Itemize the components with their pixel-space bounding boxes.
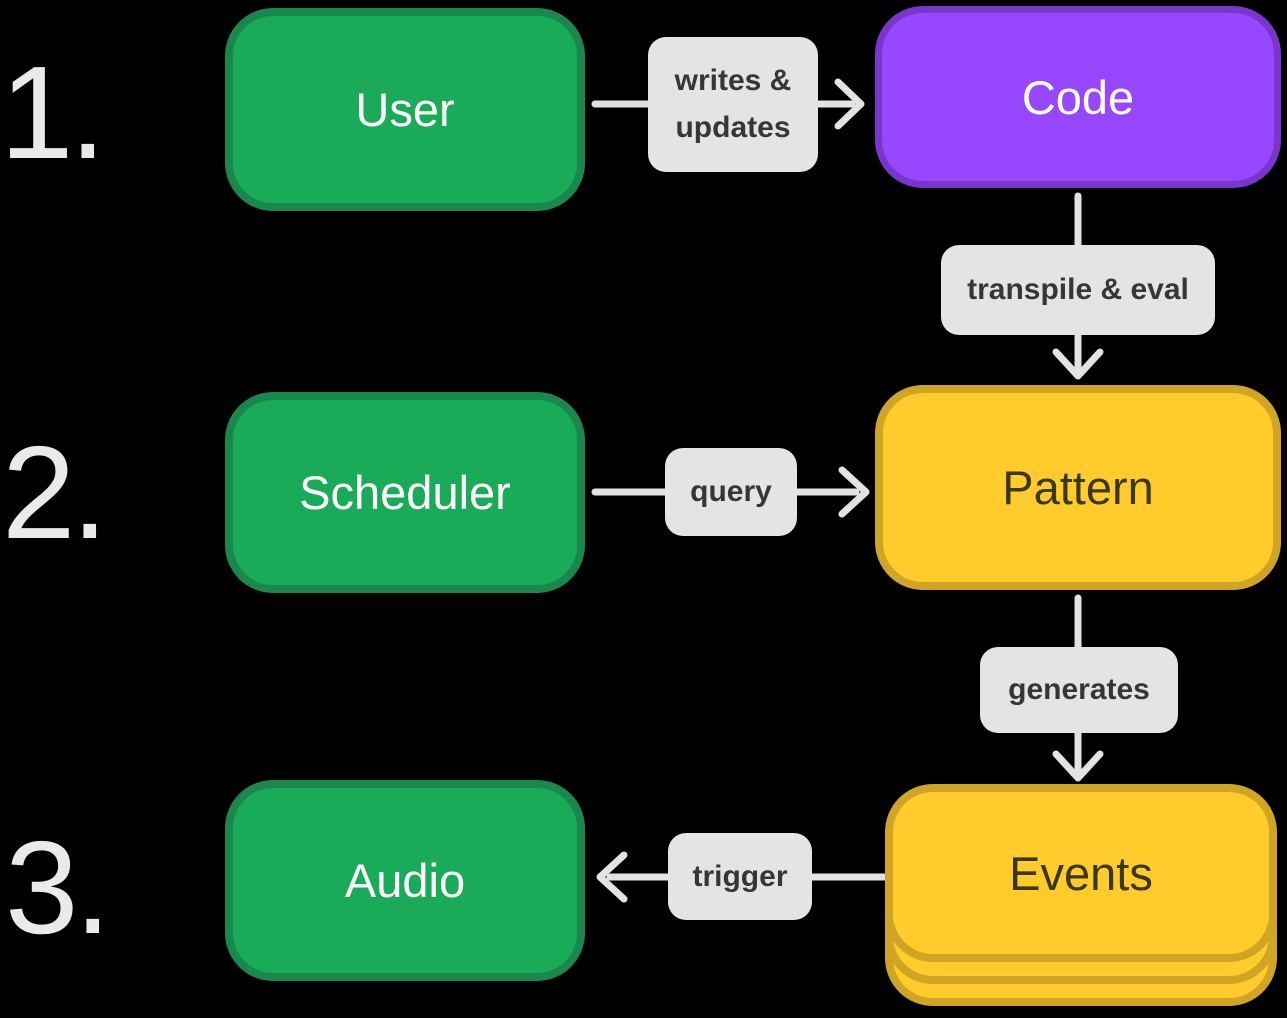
- edge-label-query-text: query: [690, 475, 772, 508]
- node-code: Code: [875, 6, 1281, 188]
- edge-label-transpile-eval: transpile & eval: [941, 245, 1215, 335]
- edge-label-transpile-eval-text: transpile & eval: [967, 273, 1189, 306]
- node-pattern: Pattern: [875, 385, 1281, 590]
- edge-label-query: query: [665, 448, 797, 536]
- node-scheduler: Scheduler: [225, 392, 585, 593]
- step-number-2: 2.: [2, 419, 108, 566]
- node-user: User: [225, 8, 585, 211]
- node-code-label: Code: [1021, 70, 1135, 124]
- edge-label-generates: generates: [980, 647, 1178, 733]
- node-events: Events: [885, 784, 1277, 962]
- edge-label-trigger-text: trigger: [692, 859, 788, 893]
- node-pattern-label: Pattern: [1002, 461, 1154, 514]
- step-number-3: 3.: [5, 814, 111, 961]
- edge-label-trigger: trigger: [668, 833, 812, 920]
- edge-label-writes-updates: writes & updates: [648, 37, 818, 172]
- edge-label-writes-updates-line2: updates: [675, 110, 791, 144]
- node-user-label: User: [355, 83, 455, 136]
- edge-label-generates-text: generates: [1008, 673, 1150, 706]
- node-events-label: Events: [1009, 846, 1153, 900]
- node-audio: Audio: [225, 780, 585, 981]
- step-number-1: 1.: [0, 39, 106, 186]
- edge-label-writes-updates-line1: writes &: [674, 64, 792, 97]
- node-audio-label: Audio: [344, 854, 466, 907]
- node-scheduler-label: Scheduler: [299, 466, 511, 519]
